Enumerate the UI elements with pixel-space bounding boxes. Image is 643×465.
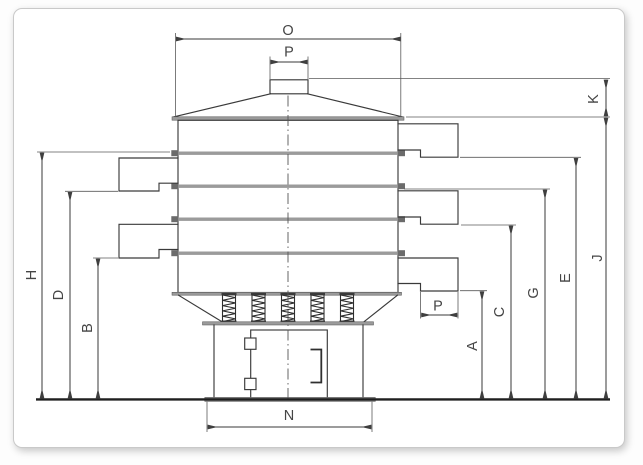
dim-label-A: A bbox=[465, 341, 481, 351]
extension-lines bbox=[37, 33, 610, 432]
band-clamp-left-3 bbox=[171, 216, 179, 223]
door-hinges bbox=[244, 337, 257, 391]
band-clamp-left-2 bbox=[171, 183, 179, 190]
base-frame bbox=[213, 324, 364, 398]
inlet-port bbox=[269, 79, 309, 95]
band-clamp-left-1 bbox=[171, 150, 179, 157]
dim-label-N: N bbox=[284, 408, 294, 424]
dim-label-C: C bbox=[492, 307, 508, 317]
discharge-cone bbox=[177, 294, 399, 323]
vibration-spring-5 bbox=[339, 292, 355, 324]
dimension-labels: O P K J E G C A P H D B N bbox=[24, 23, 606, 424]
dim-label-B: B bbox=[80, 323, 96, 333]
dimension-lines bbox=[39, 36, 609, 430]
band-clamp-right-1 bbox=[397, 150, 405, 157]
vibration-spring-4 bbox=[310, 292, 325, 324]
door-hinge-1 bbox=[244, 337, 257, 350]
dim-label-H: H bbox=[24, 270, 40, 280]
outlet-spout-left-2 bbox=[118, 223, 179, 259]
outlet-spout-right-3 bbox=[397, 257, 459, 292]
band-clamp-right-4 bbox=[397, 250, 405, 257]
deck-clamp-band-1 bbox=[178, 151, 398, 155]
dim-label-D: D bbox=[51, 290, 67, 300]
top-cover-cone bbox=[172, 93, 404, 118]
dim-label-J: J bbox=[590, 254, 606, 261]
drawing-sheet bbox=[13, 8, 625, 448]
dimension-group: O P K J E G C A P H D B N bbox=[24, 23, 610, 432]
door-hinge-2 bbox=[244, 377, 257, 391]
machine-body-group bbox=[118, 79, 459, 402]
outlet-spout-right-2 bbox=[397, 190, 459, 225]
band-clamp-right-3 bbox=[397, 216, 405, 223]
dim-label-G: G bbox=[526, 287, 542, 298]
outlet-spout-right-1 bbox=[397, 123, 459, 158]
vibration-spring-2 bbox=[251, 292, 266, 324]
dim-label-K: K bbox=[586, 94, 602, 104]
door-handle bbox=[310, 348, 323, 384]
access-door bbox=[250, 329, 328, 400]
deck-clamp-band-2 bbox=[178, 184, 398, 188]
outlet-spout-left-1 bbox=[118, 157, 179, 192]
band-clamp-right-2 bbox=[397, 183, 405, 190]
dim-label-P-top: P bbox=[284, 45, 294, 61]
band-clamp-left-4 bbox=[171, 250, 179, 257]
vibration-spring-1 bbox=[221, 292, 237, 324]
dim-label-P-right: P bbox=[433, 299, 443, 315]
dim-label-E: E bbox=[558, 273, 574, 283]
dim-label-O: O bbox=[282, 23, 293, 39]
